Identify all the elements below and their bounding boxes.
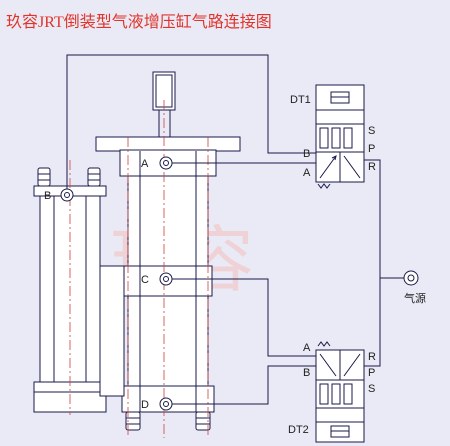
valve-dt1-port-r: R — [368, 161, 376, 173]
diagram-title: 玖容JRT倒装型气液增压缸气路连接图 — [6, 14, 272, 31]
port-label-a: A — [141, 158, 149, 170]
valve-dt2-port-a: A — [303, 342, 311, 354]
air-source-symbol — [403, 270, 419, 286]
valve-dt2-port-r: R — [368, 351, 376, 363]
valve-dt2 — [315, 341, 365, 443]
valve-dt2-port-b: B — [303, 367, 310, 379]
valve-dt2-name: DT2 — [288, 424, 309, 436]
valve-dt1-port-p: P — [368, 143, 375, 155]
valve-dt1-port-b: B — [303, 148, 310, 160]
port-label-b: B — [44, 190, 51, 202]
valve-dt1-name: DT1 — [290, 94, 311, 106]
valve-dt1 — [315, 84, 365, 189]
air-source-label: 气源 — [404, 291, 426, 305]
booster-cylinder — [33, 167, 125, 413]
valve-dt1-port-a: A — [303, 167, 311, 179]
valve-dt2-port-p: P — [368, 367, 375, 379]
air-lines — [66, 54, 404, 405]
main-cylinder — [95, 71, 241, 431]
valve-dt1-port-s: S — [368, 125, 375, 137]
port-label-d: D — [141, 399, 149, 411]
center-lines — [69, 100, 209, 438]
valve-dt2-port-s: S — [368, 383, 375, 395]
port-label-c: C — [141, 274, 149, 286]
